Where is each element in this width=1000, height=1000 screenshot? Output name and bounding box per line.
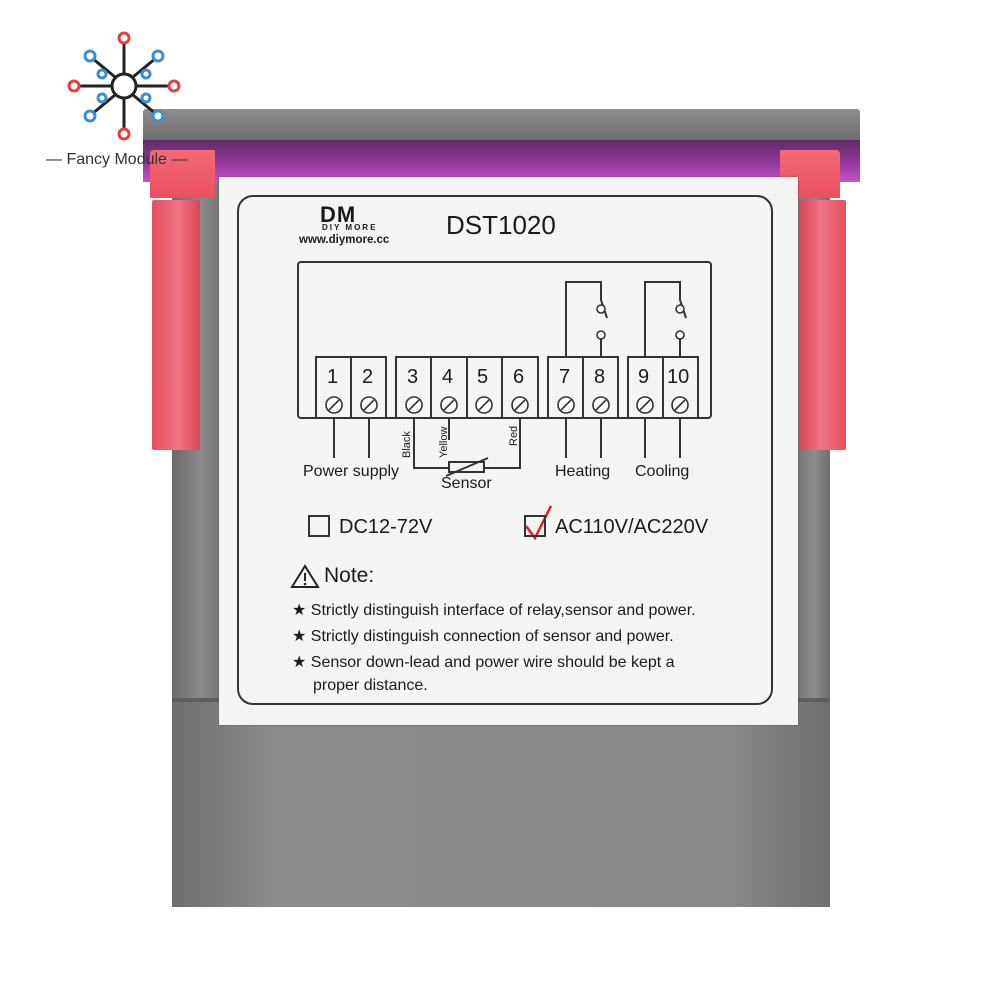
mounting-clip-left-top — [150, 150, 215, 198]
relay-contact-icon — [675, 304, 685, 314]
note-line: ★ Strictly distinguish connection of sen… — [292, 628, 674, 645]
star-icon: ★ — [292, 628, 311, 645]
terminal-number: 4 — [442, 366, 454, 388]
black-wire-label: Black — [401, 431, 413, 458]
mounting-clip-right — [800, 200, 846, 450]
terminal-number: 3 — [407, 366, 419, 388]
logo-subtitle: DIY MORE — [322, 223, 378, 232]
relay-contact-icon — [596, 304, 606, 314]
note-line: ★ Sensor down-lead and power wire should… — [292, 654, 675, 671]
terminal-number: 2 — [362, 366, 374, 388]
red-wire-label: Red — [508, 425, 520, 446]
star-icon: ★ — [292, 654, 311, 671]
power-supply-label: Power supply — [303, 463, 400, 480]
note-title: Note: — [324, 564, 375, 587]
voltage-option-dc: DC12-72V — [339, 516, 433, 538]
terminal-number: 6 — [513, 366, 525, 388]
note-line: ★ Strictly distinguish interface of rela… — [292, 602, 696, 619]
cooling-relay-line — [644, 281, 681, 357]
voltage-option-ac: AC110V/AC220V — [555, 516, 709, 538]
mounting-clip-left — [152, 200, 200, 450]
heating-relay-line — [565, 281, 602, 357]
logo-mark: DM — [320, 202, 357, 227]
terminal-number: 7 — [559, 366, 571, 388]
warning-icon — [290, 564, 320, 588]
logo-url: www.diymore.cc — [299, 234, 390, 246]
label-frame — [237, 195, 773, 705]
thermistor-symbol — [448, 461, 485, 473]
cooling-label: Cooling — [635, 463, 690, 480]
wiring-label — [219, 177, 798, 725]
fancy-module-logo-icon — [67, 31, 181, 141]
terminal-number: 9 — [638, 366, 650, 388]
note-line-continued: proper distance. — [313, 677, 428, 694]
model-number: DST1020 — [446, 210, 556, 240]
star-icon: ★ — [292, 602, 311, 619]
terminal-number: 1 — [327, 366, 339, 388]
voltage-checkbox-ac — [524, 515, 546, 537]
sensor-label: Sensor — [441, 475, 492, 492]
yellow-wire-label: Yellow — [438, 426, 450, 458]
housing-lower-body — [172, 700, 830, 907]
housing-back-panel — [143, 140, 860, 182]
fancy-module-brand-text: — Fancy Module — — [46, 151, 188, 168]
terminal-block-outline — [297, 261, 712, 419]
relay-contact-icon — [596, 330, 606, 340]
voltage-checkbox-dc — [308, 515, 330, 537]
relay-contact-icon — [675, 330, 685, 340]
terminal-number: 10 — [667, 366, 690, 388]
terminal-number: 5 — [477, 366, 489, 388]
terminal-number: 8 — [594, 366, 606, 388]
housing-top — [143, 109, 860, 145]
heating-label: Heating — [555, 463, 611, 480]
